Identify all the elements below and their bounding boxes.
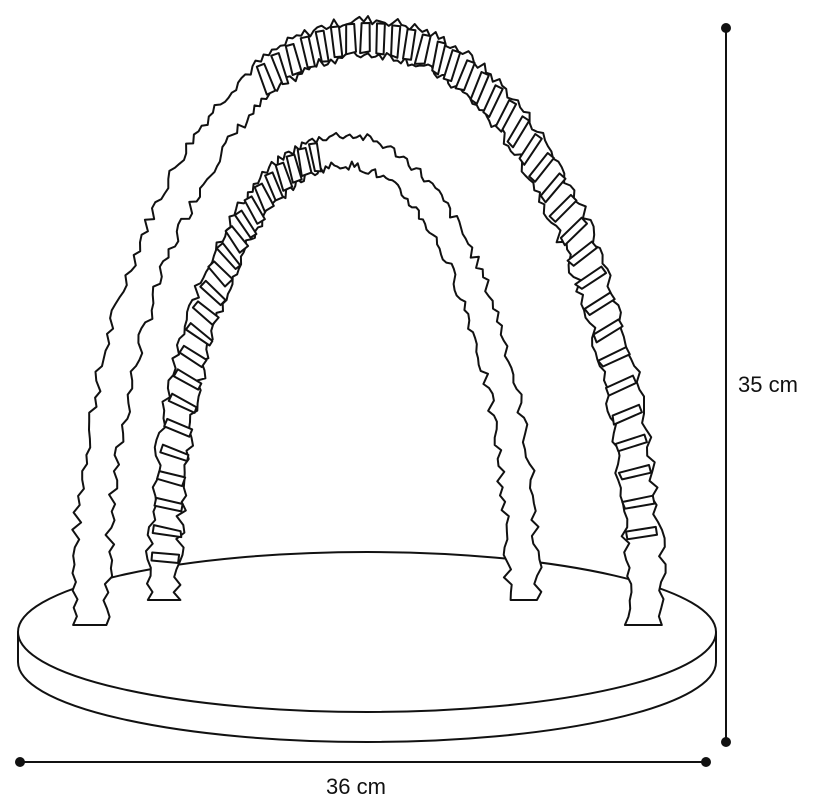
bristle-slat: [469, 71, 490, 105]
bristle-slat: [574, 265, 608, 290]
outer-brush-arch: [71, 15, 667, 626]
bristle-slat: [528, 152, 555, 183]
bristle-slat: [199, 279, 227, 307]
width-dimension-left-dot: [15, 757, 25, 767]
bristle-slat: [611, 403, 643, 426]
bristle-slat: [184, 322, 214, 347]
bristle-slat: [592, 318, 624, 344]
bristle-slat: [191, 300, 220, 326]
bristle-slat: [224, 225, 250, 254]
bristle-slat: [597, 346, 631, 368]
bristle-slat: [566, 240, 598, 267]
bristle-slat: [359, 22, 371, 55]
bristle-slat: [284, 43, 303, 76]
width-dimension: 36 cm: [15, 757, 711, 799]
width-dimension-right-dot: [701, 757, 711, 767]
bristle-slat: [494, 99, 518, 133]
bristle-slat: [413, 33, 432, 65]
bristle-slat: [153, 496, 184, 513]
bristle-slat: [253, 182, 275, 213]
bristle-slat: [583, 291, 616, 316]
bristle-slat: [233, 209, 258, 239]
width-label: 36 cm: [326, 774, 386, 799]
bristle-slat: [329, 25, 344, 59]
bristle-slat: [296, 147, 313, 178]
bristle-slat: [518, 133, 543, 166]
height-label: 35 cm: [738, 372, 798, 397]
base-disc: [17, 551, 717, 743]
bristle-slat: [431, 40, 447, 76]
bristle-slat: [243, 195, 266, 225]
bristle-slat: [617, 464, 652, 481]
bristle-slat: [274, 161, 294, 192]
bristle-slat: [255, 62, 277, 96]
bristle-slat: [207, 260, 234, 288]
base-disc-top: [17, 551, 717, 713]
bristle-slat: [390, 24, 402, 59]
inner-brush-arch: [145, 131, 543, 601]
bristle-slat: [605, 374, 638, 397]
bristle-slat: [442, 49, 462, 83]
bristle-slat: [539, 172, 567, 204]
bristle-slat: [167, 392, 198, 414]
bristle-slat: [614, 433, 648, 453]
bristle-slat: [454, 59, 476, 92]
bristle-slat: [270, 52, 290, 86]
bristle-slat: [402, 28, 417, 61]
bristle-slat: [375, 22, 386, 56]
brush-bristles: [150, 22, 658, 564]
bristle-slat: [506, 115, 531, 149]
bristle-slat: [156, 470, 187, 488]
bristle-slat: [548, 193, 578, 223]
bristle-slat: [299, 35, 316, 69]
bristle-slat: [163, 417, 194, 438]
bristle-slat: [482, 84, 504, 118]
bristle-slat: [345, 22, 357, 56]
bristle-slat: [150, 551, 181, 564]
bristle-slat: [559, 216, 588, 247]
bristle-slat: [264, 171, 284, 202]
height-dimension: 35 cm: [721, 23, 798, 747]
bristle-slat: [178, 344, 208, 369]
height-dimension-top-dot: [721, 23, 731, 33]
bristle-slat: [215, 242, 242, 270]
bristle-slat: [159, 443, 190, 463]
bristle-slat: [172, 368, 203, 391]
bristle-slat: [625, 525, 658, 541]
bristle-slat: [314, 29, 330, 63]
height-dimension-bottom-dot: [721, 737, 731, 747]
bristle-slat: [621, 494, 656, 510]
brush-arches: [71, 15, 667, 626]
bristle-slat: [285, 153, 303, 184]
bristle-slat: [308, 142, 323, 173]
bristle-slat: [151, 524, 183, 539]
